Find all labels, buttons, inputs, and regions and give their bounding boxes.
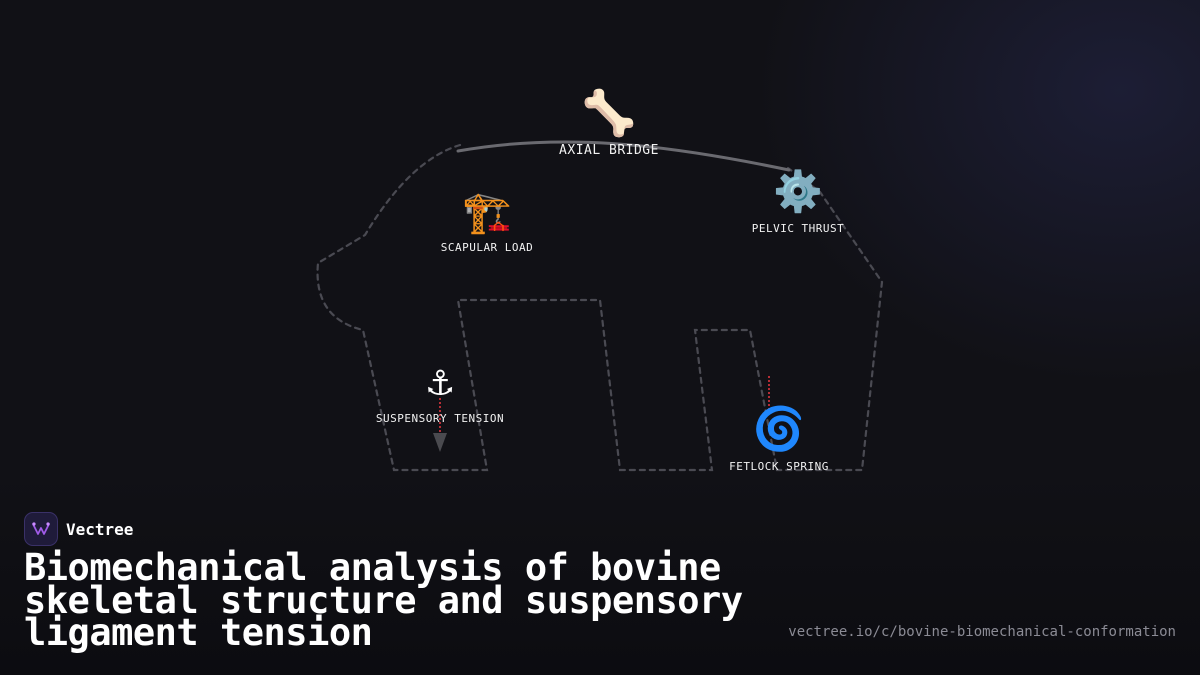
bone-icon: 🦴 (581, 88, 637, 139)
cow-body-outline (316, 143, 884, 472)
brand-name: Vectree (66, 519, 134, 539)
node-label: SUSPENSORY TENSION (375, 412, 505, 425)
suspensory-arrow-head (433, 433, 447, 452)
axial-spine-line (456, 140, 791, 172)
source-url[interactable]: vectree.io/c/bovine-biomechanical-confor… (788, 624, 1176, 640)
page-title: Biomechanical analysis of bovine skeleta… (24, 546, 743, 654)
spiral-icon: 🌀 (752, 404, 806, 453)
node-scapular-load: 🏗️ SCAPULAR LOAD (441, 193, 534, 254)
anchor-icon: ⚓ (427, 356, 453, 405)
node-label: FETLOCK SPRING (729, 460, 829, 473)
gear-icon: ⚙️ (773, 169, 823, 215)
node-axial-bridge: 🦴 AXIAL BRIDGE (559, 88, 659, 159)
crane-icon: 🏗️ (462, 190, 512, 236)
node-fetlock-spring: 🌀 FETLOCK SPRING (729, 404, 829, 474)
node-label: SCAPULAR LOAD (440, 241, 534, 254)
node-label: PELVIC THRUST (751, 222, 845, 235)
vectree-logo-icon (24, 512, 58, 546)
node-suspensory-tension: ⚓ SUSPENSORY TENSION (375, 356, 505, 426)
node-pelvic-thrust: ⚙️ PELVIC THRUST (752, 172, 845, 235)
brand: Vectree (24, 512, 133, 546)
node-label: AXIAL BRIDGE (559, 143, 659, 158)
